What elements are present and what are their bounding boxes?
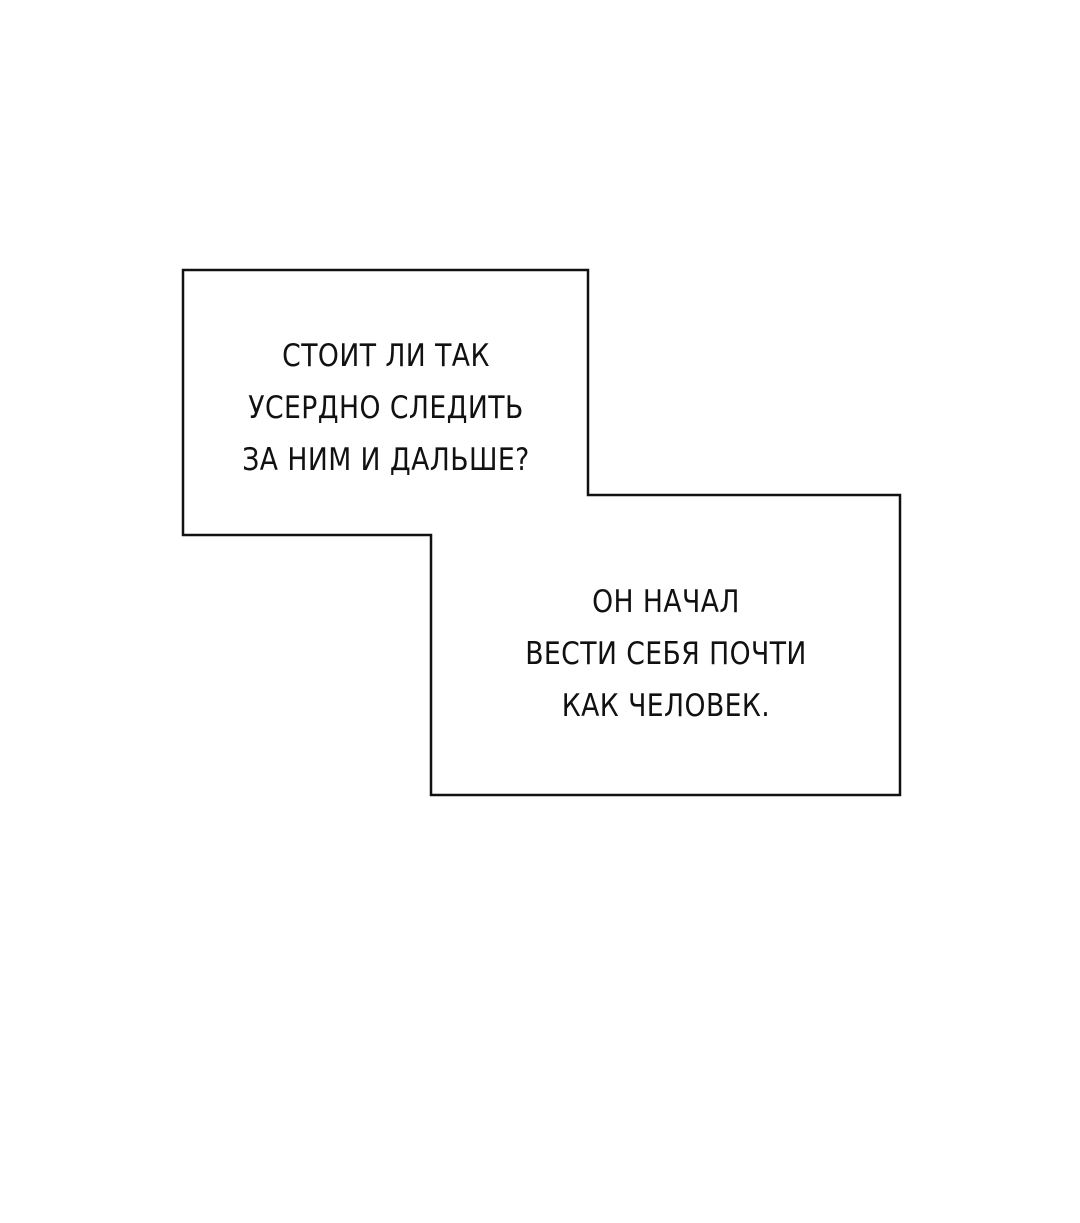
caption-2-line-3: КАК ЧЕЛОВЕК.: [561, 688, 771, 724]
caption-text-1: СТОИТ ЛИ ТАК УСЕРДНО СЛЕДИТЬ ЗА НИМ И ДА…: [214, 330, 558, 486]
caption-1-line-3: ЗА НИМ И ДАЛЬШЕ?: [242, 442, 530, 478]
caption-text-2: ОН НАЧАЛ ВЕСТИ СЕБЯ ПОЧТИ КАК ЧЕЛОВЕК.: [494, 576, 838, 732]
caption-2-line-1: ОН НАЧАЛ: [592, 584, 740, 620]
caption-1-line-1: СТОИТ ЛИ ТАК: [282, 338, 490, 374]
caption-1-line-2: УСЕРДНО СЛЕДИТЬ: [248, 390, 524, 426]
caption-2-line-2: ВЕСТИ СЕБЯ ПОЧТИ: [525, 636, 807, 672]
